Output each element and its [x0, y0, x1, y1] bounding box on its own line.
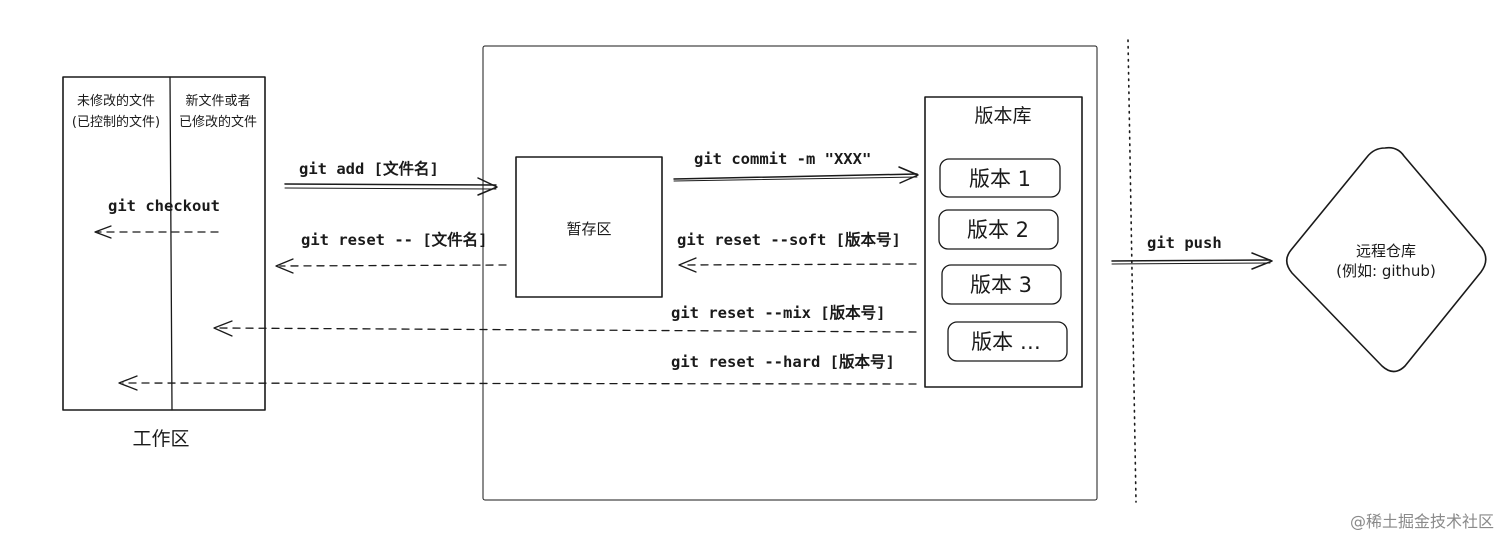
git-reset-file-label: git reset -- [文件名]	[301, 230, 487, 249]
remote-line2: (例如: github)	[1336, 262, 1436, 280]
git-checkout-arrow	[94, 225, 219, 239]
git-add-arrow	[284, 177, 498, 196]
git-add-label: git add [文件名]	[299, 159, 439, 178]
workspace-left-col-line1: 未修改的文件	[77, 93, 155, 109]
version-box-etc	[947, 321, 1068, 362]
workspace-right-col-line2: 已修改的文件	[179, 114, 257, 130]
git-reset-soft-label: git reset --soft [版本号]	[677, 230, 901, 249]
git-reset-hard-arrow	[118, 375, 917, 391]
git-push-arrow	[1111, 252, 1273, 270]
version-label-1: 版本 1	[969, 167, 1031, 191]
git-commit-arrow	[673, 166, 919, 184]
version-box-3	[941, 264, 1062, 305]
version-label-3: 版本 3	[970, 273, 1032, 297]
workspace-right-col-line1: 新文件或者	[185, 93, 250, 109]
remote-separator-line	[1127, 39, 1137, 503]
local-repo-frame	[482, 45, 1098, 501]
git-push-label: git push	[1147, 234, 1222, 252]
repository-box: 版本库 版本 1 版本 2 版本 3 版本 …	[924, 96, 1083, 388]
version-box-2	[938, 209, 1059, 250]
repository-title: 版本库	[974, 105, 1031, 127]
git-reset-mix-label: git reset --mix [版本号]	[671, 303, 885, 322]
workspace-box: 未修改的文件 (已控制的文件) 新文件或者 已修改的文件	[62, 76, 266, 411]
staging-box: 暂存区	[515, 156, 663, 298]
git-commit-label: git commit -m "XXX"	[694, 150, 871, 168]
remote-line1: 远程仓库	[1356, 242, 1416, 260]
version-label-2: 版本 2	[967, 218, 1029, 242]
git-reset-hard-label: git reset --hard [版本号]	[671, 352, 895, 371]
watermark: @稀土掘金技术社区	[1350, 512, 1494, 531]
git-reset-mix-arrow	[213, 320, 917, 337]
staging-title: 暂存区	[566, 220, 611, 238]
workspace-left-col-line2: (已控制的文件)	[72, 114, 160, 130]
git-reset-file-arrow	[275, 258, 507, 274]
version-label-etc: 版本 …	[971, 330, 1041, 354]
git-checkout-label: git checkout	[108, 197, 220, 215]
workspace-title: 工作区	[132, 428, 189, 450]
remote-repo-diamond: 远程仓库 (例如: github)	[1285, 146, 1487, 373]
version-box-1	[939, 158, 1061, 198]
git-reset-soft-arrow	[678, 257, 917, 273]
